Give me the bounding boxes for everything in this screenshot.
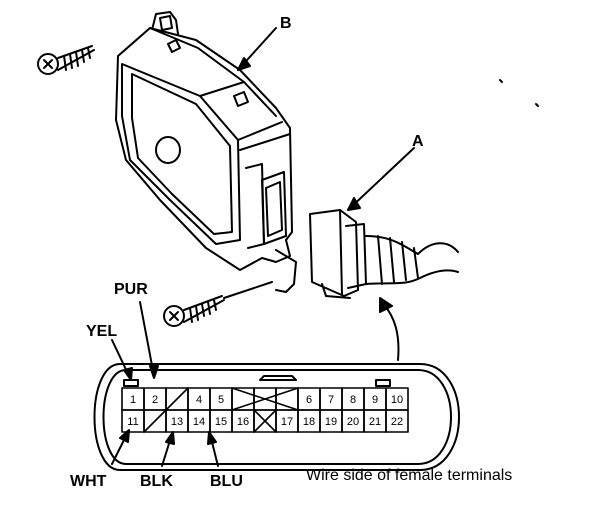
control-module [115, 11, 297, 293]
wire-yel-pointer [111, 339, 133, 381]
terminal-number: 2 [152, 394, 158, 406]
terminal-number: 1 [130, 394, 136, 406]
view-arrow [379, 297, 400, 361]
terminal-number: 16 [237, 416, 249, 428]
terminal-number: 10 [391, 394, 403, 406]
wire-blu-pointer [207, 431, 219, 467]
terminal-face: 1 2 4 5 6 7 8 9 10 11 13 14 15 16 17 18 19 20 21 22 [93, 363, 460, 471]
terminal-number: 14 [193, 416, 205, 428]
upper-mounting-screw [37, 45, 95, 75]
terminal-number: 19 [325, 416, 337, 428]
wire-blk-pointer [161, 431, 175, 467]
wire-label-pur: PUR [114, 281, 148, 298]
terminal-number: 6 [306, 394, 312, 406]
terminal-number: 11 [127, 416, 138, 428]
speck [499, 79, 503, 83]
wire-pur-pointer [139, 301, 159, 379]
terminal-number: 8 [350, 394, 356, 406]
unused-cavity-mark [143, 387, 189, 433]
wire-label-blu: BLU [210, 473, 243, 490]
wire-wht-pointer [111, 429, 130, 465]
terminal-number: 9 [372, 394, 378, 406]
terminal-number: 21 [369, 416, 381, 428]
terminal-number: 4 [196, 394, 202, 406]
wire-label-yel: YEL [86, 323, 117, 340]
callout-a-label: A [412, 133, 424, 150]
lower-mounting-screw [163, 281, 273, 327]
unused-cavity-mark [231, 387, 299, 411]
unused-cavity-mark [253, 409, 277, 433]
terminal-number: 22 [391, 416, 403, 428]
terminal-number: 13 [171, 416, 183, 428]
terminal-number: 7 [328, 394, 334, 406]
terminal-number: 20 [347, 416, 359, 428]
terminal-number: 17 [281, 416, 293, 428]
terminal-number: 5 [218, 394, 224, 406]
callout-b-arrow [237, 27, 277, 71]
terminal-number: 18 [303, 416, 315, 428]
harness-connector [309, 209, 459, 299]
callout-a-arrow [347, 147, 415, 211]
callout-b-label: B [280, 15, 292, 32]
terminal-cell [385, 409, 409, 433]
caption: Wire side of female terminals [306, 467, 512, 484]
speck [535, 103, 539, 107]
wire-label-blk: BLK [140, 473, 173, 490]
terminal-number: 15 [215, 416, 227, 428]
wire-label-wht: WHT [70, 473, 107, 490]
